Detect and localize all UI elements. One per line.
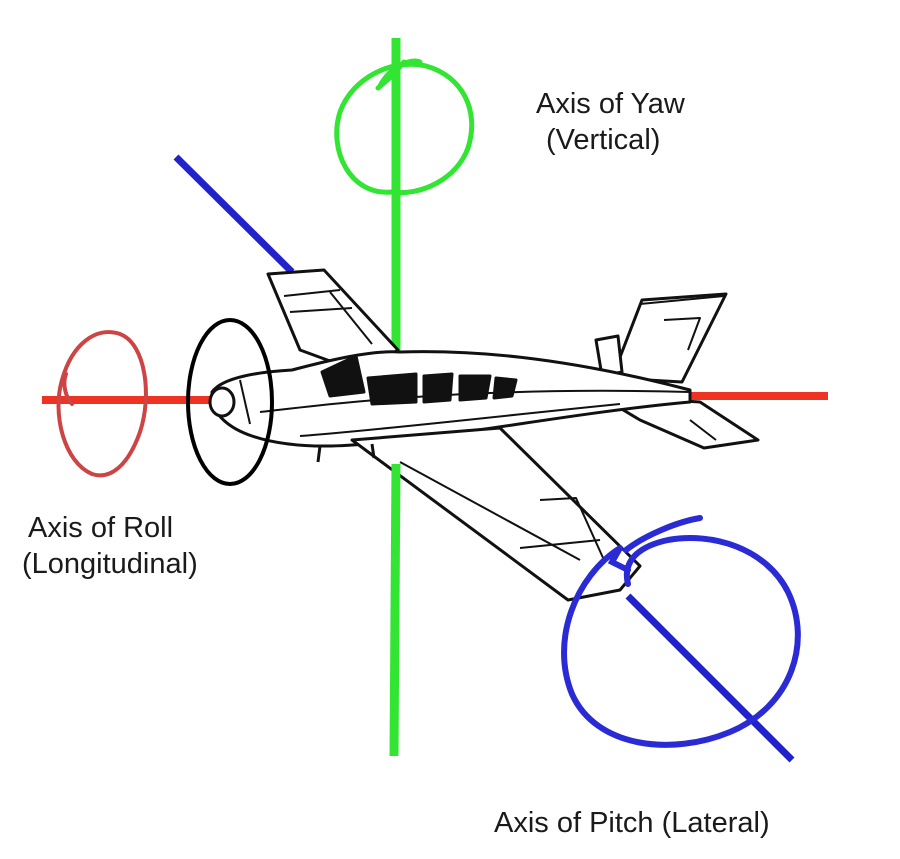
pitch-axis-line-upper (173, 154, 295, 275)
pitch-axis-label: Axis of Pitch (Lateral) (494, 805, 770, 841)
airplane-illustration (208, 268, 760, 602)
yaw-axis-title: Axis of Yaw (536, 88, 685, 120)
yaw-axis-line-lower (389, 463, 401, 757)
pitch-axis-line-lower (625, 593, 795, 763)
propeller-rotation-ring-icon (186, 318, 274, 486)
roll-rotation-arrow-icon (56, 330, 148, 478)
pitch-axis-title: Axis of Pitch (Lateral) (494, 807, 770, 839)
yaw-axis-label: Axis of Yaw (Vertical) (536, 86, 685, 159)
yaw-axis-subtitle: (Vertical) (546, 124, 661, 157)
roll-axis-subtitle: (Longitudinal) (22, 548, 198, 581)
yaw-rotation-arrow-icon (334, 58, 475, 196)
roll-axis-title: Axis of Roll (28, 512, 174, 544)
roll-axis-label: Axis of Roll (Longitudinal) (22, 510, 198, 583)
pitch-rotation-arrow-icon (561, 515, 801, 748)
